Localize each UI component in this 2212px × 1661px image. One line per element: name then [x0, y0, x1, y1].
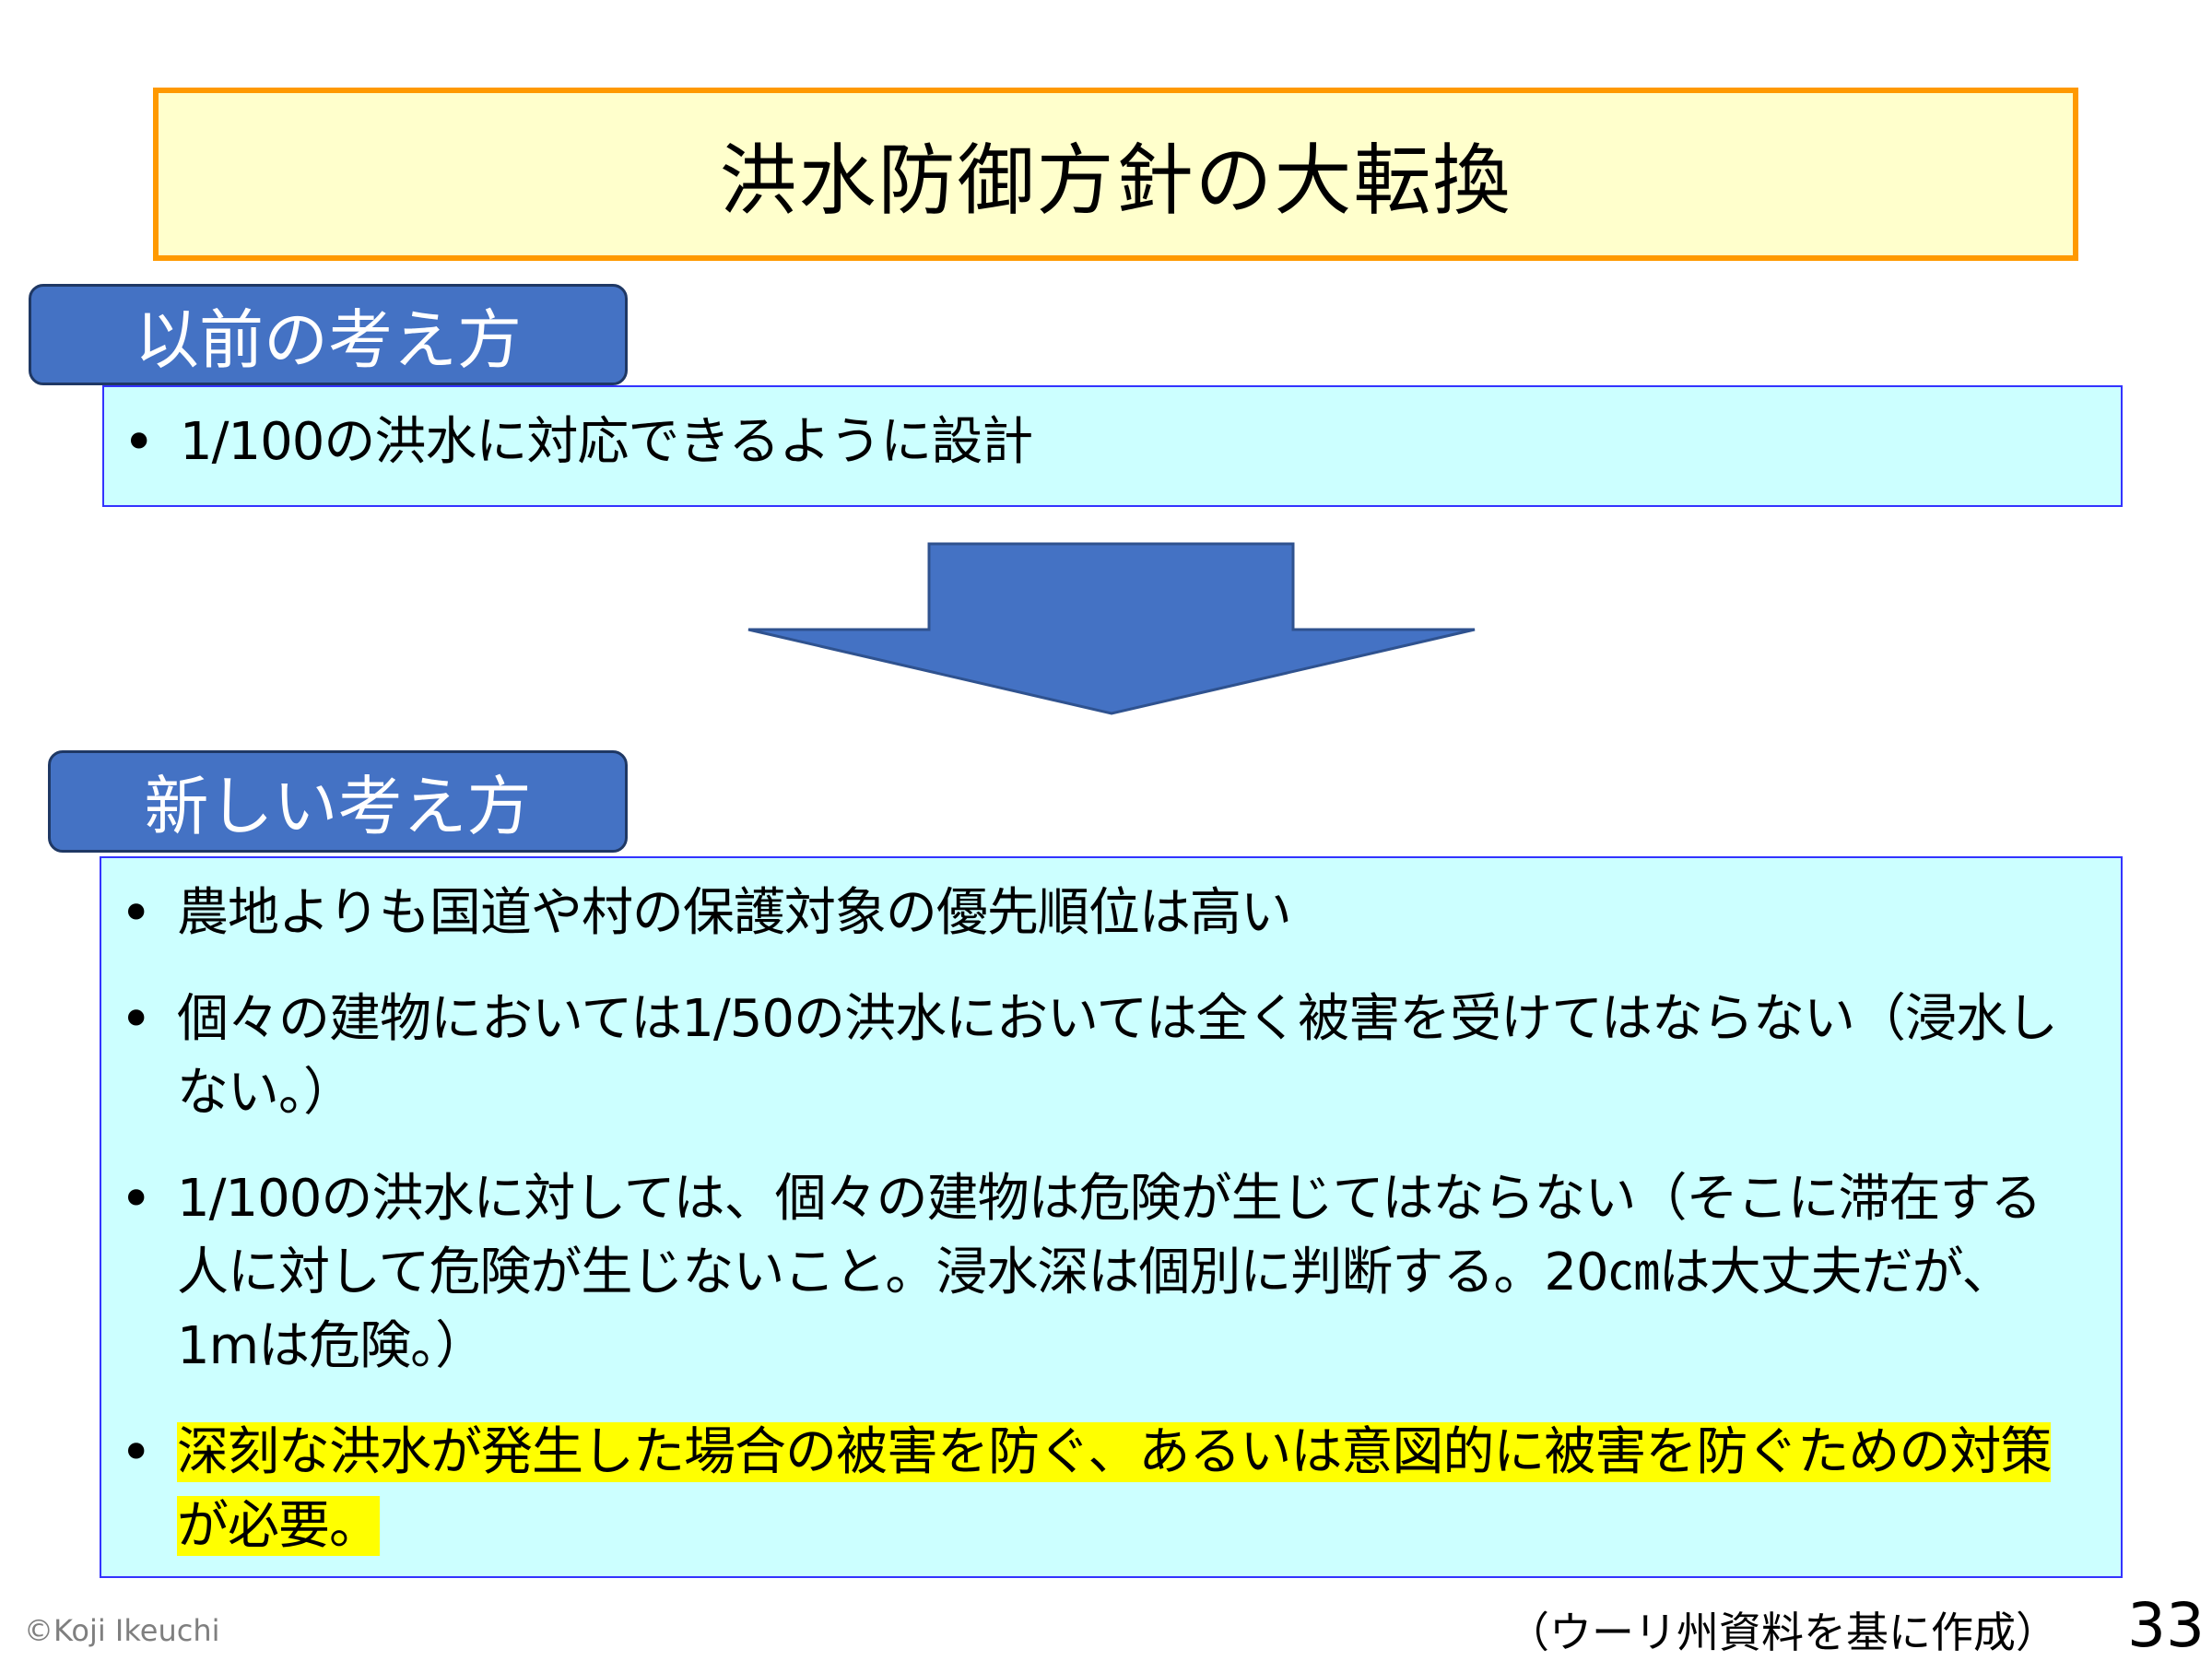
slide-title-box: 洪水防御方針の大転換 [153, 88, 2078, 261]
source-note: （ウーリ州資料を基に作成） [1507, 1608, 2058, 1657]
before-item-1: 1/100の洪水に対応できるように設計 [180, 412, 1033, 472]
page-number: 33 [2127, 1590, 2205, 1661]
after-item-1: 農地よりも国道や村の保護対象の優先順位は高い [177, 883, 1292, 943]
before-content-box: • 1/100の洪水に対応できるように設計 [102, 385, 2123, 507]
copyright-credit: ©Koji Ikeuchi [24, 1613, 220, 1648]
bullet-icon: • [120, 1420, 153, 1485]
after-label: 新しい考え方 [48, 750, 628, 853]
after-item-3: 1/100の洪水に対しては、個々の建物は危険が生じてはならない（そこに滞在する人… [177, 1169, 2041, 1376]
before-label: 以前の考え方 [29, 284, 628, 385]
after-content-box: • 農地よりも国道や村の保護対象の優先順位は高い • 個々の建物においては1/5… [100, 856, 2123, 1578]
down-arrow-icon [747, 542, 1476, 715]
slide-title: 洪水防御方針の大転換 [719, 135, 1512, 226]
bullet-icon: • [120, 1167, 153, 1231]
before-label-text: 以前の考え方 [135, 301, 522, 378]
after-label-text: 新しい考え方 [144, 769, 532, 844]
after-item-4: 深刻な洪水が発生した場合の被害を防ぐ、あるいは意図的に被害を防ぐための対策が必要… [177, 1416, 2084, 1563]
bullet-icon: • [120, 881, 153, 946]
bullet-icon: • [123, 410, 156, 475]
bullet-icon: • [120, 987, 153, 1052]
after-item-2: 個々の建物においては1/50の洪水においては全く被害を受けてはならない（浸水しな… [177, 989, 2058, 1123]
highlighted-text: 深刻な洪水が発生した場合の被害を防ぐ、あるいは意図的に被害を防ぐための対策が必要… [177, 1422, 2052, 1556]
